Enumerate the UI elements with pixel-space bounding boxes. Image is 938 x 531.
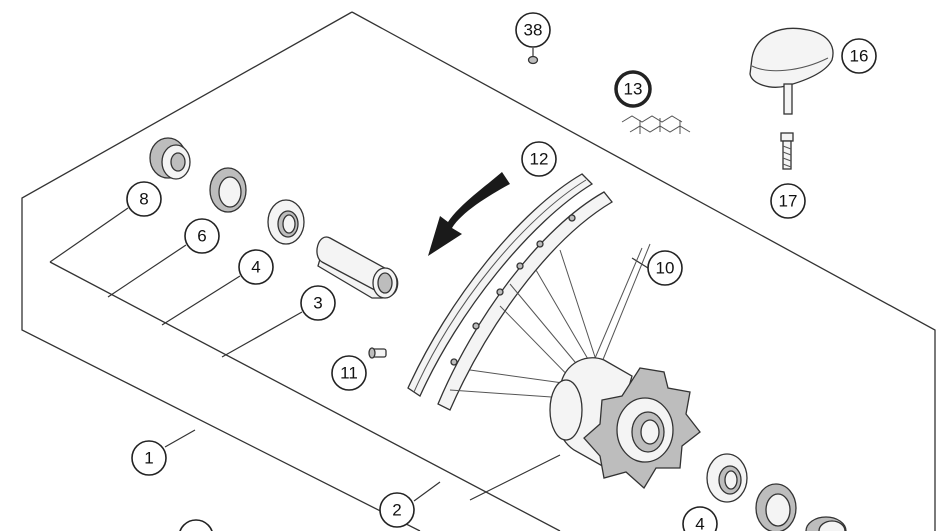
leader-10 [631, 257, 649, 269]
leader-8 [49, 207, 129, 263]
frame-inner-line [49, 261, 561, 531]
part-17-bolt [780, 132, 794, 170]
callout-17-label: 17 [779, 192, 798, 211]
callout-2-label: 2 [392, 501, 401, 520]
callout-6: 6 [184, 218, 220, 254]
callout-13: 13 [614, 70, 652, 108]
callout-8: 8 [126, 181, 162, 217]
callout-1-label: 1 [144, 449, 153, 468]
part-8-bushing [149, 137, 191, 180]
callout-4-label: 4 [251, 258, 260, 277]
leader-1 [164, 429, 196, 448]
callout-11: 11 [331, 355, 367, 391]
callout-16-label: 16 [850, 47, 869, 66]
leader-2b [469, 454, 561, 501]
frame-outline [351, 11, 936, 531]
part-16-stand [749, 27, 834, 115]
callout-3-label: 3 [313, 294, 322, 313]
leader-3 [221, 311, 303, 358]
part-6-seal-ring-lower [755, 483, 797, 531]
callout-4-lower: 4 [682, 506, 718, 531]
part-38-screw [527, 55, 539, 65]
part-4-bearing-lower [706, 453, 748, 503]
leader-6 [107, 244, 187, 298]
callout-1: 1 [131, 440, 167, 476]
part-11-screw [368, 347, 387, 359]
callout-16: 16 [841, 38, 877, 74]
callout-8-label: 8 [139, 190, 148, 209]
part-4-bearing [267, 199, 305, 245]
callout-4: 4 [238, 249, 274, 285]
leader-2 [413, 481, 441, 502]
callout-30-label: 30 [187, 528, 206, 531]
callout-3: 3 [300, 285, 336, 321]
part-13-weights [621, 115, 691, 134]
callout-2: 2 [379, 492, 415, 528]
callout-11-label: 11 [340, 364, 358, 383]
frame-outline-left [21, 11, 421, 531]
leader-4 [161, 275, 241, 326]
callout-13-label: 13 [624, 80, 643, 99]
callout-10-label: 10 [656, 259, 675, 278]
callout-17: 17 [770, 183, 806, 219]
callout-38-label: 38 [524, 21, 543, 40]
part-3-spacer-tube [316, 236, 399, 299]
callout-6-label: 6 [197, 227, 206, 246]
callout-10: 10 [647, 250, 683, 286]
part-8-bushing-lower [805, 516, 847, 531]
callout-12-label: 12 [530, 150, 549, 169]
part-6-seal-ring [209, 167, 247, 213]
callout-38: 38 [515, 12, 551, 48]
part-12-rim [407, 173, 613, 411]
callout-30: 30 [179, 519, 213, 531]
part-hub [549, 357, 701, 490]
callout-4-lower-label: 4 [695, 515, 704, 531]
callout-12: 12 [521, 141, 557, 177]
rotation-arrow [428, 172, 510, 256]
